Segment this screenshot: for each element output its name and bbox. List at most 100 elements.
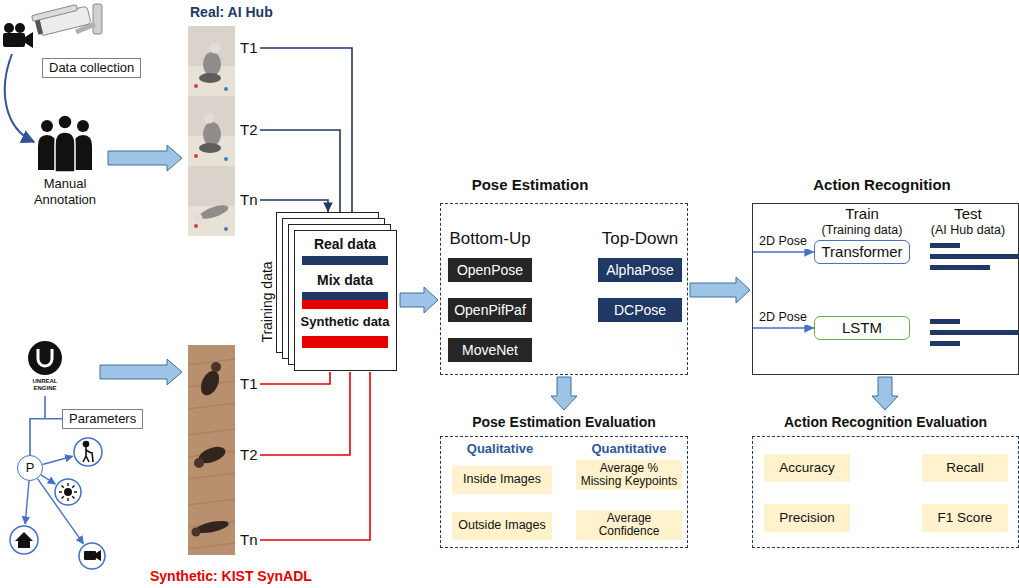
- method-box: AlphaPose: [598, 258, 682, 282]
- person-head: [204, 113, 215, 124]
- icon-head: [84, 442, 89, 447]
- sun-core: [64, 488, 72, 496]
- node-text: Recall: [946, 461, 984, 476]
- node-text: DCPose: [614, 302, 666, 319]
- section-title: Real: AI Hub: [190, 4, 273, 21]
- photo-background: [188, 96, 235, 166]
- sun-rays: [59, 483, 77, 501]
- block-arrow: [100, 359, 182, 385]
- icon-circle: [79, 543, 105, 569]
- result-bar: [930, 254, 1019, 259]
- block-arrow: [551, 377, 577, 410]
- label-box: Parameters: [62, 409, 143, 429]
- tile-label: T1: [240, 375, 258, 393]
- logo-mark: [38, 349, 52, 366]
- node-text: F1 Score: [938, 511, 993, 526]
- node-text: Outside Images: [458, 519, 546, 533]
- tile-label: Tn: [240, 531, 258, 549]
- logo-text: UNREAL ENGINE: [30, 378, 60, 392]
- photo-tile: Tn: [188, 485, 260, 555]
- connector-line: [30, 419, 62, 455]
- node-text: Pose Estimation: [450, 176, 610, 194]
- method-box: MoveNet: [448, 338, 532, 362]
- icon-figure: [83, 447, 93, 462]
- cctv-body: [32, 2, 92, 37]
- node-text: Precision: [779, 511, 835, 526]
- link-line: [43, 456, 73, 464]
- house-icon: [15, 532, 33, 548]
- person-body: [203, 122, 221, 146]
- person-body: [55, 132, 75, 172]
- node-text: Bottom-Up: [440, 229, 540, 249]
- node-text: (AI Hub data): [918, 223, 1018, 238]
- tile-label: T1: [240, 39, 258, 57]
- camera-reel: [15, 23, 25, 33]
- synthetic-data-bar: [302, 336, 388, 348]
- floor-texture: [188, 499, 235, 549]
- camera-lens: [96, 550, 101, 561]
- node-text: Qualitative: [450, 441, 550, 457]
- curved-arrow: [5, 54, 34, 142]
- link-line: [25, 481, 29, 524]
- photo-scene: [188, 96, 235, 166]
- person-head: [41, 120, 53, 132]
- person-head: [77, 120, 89, 132]
- floor-texture: [188, 359, 235, 409]
- metric-box: Average Confidence: [576, 510, 682, 540]
- node-text: OpenPose: [457, 262, 523, 279]
- photo-background: [188, 485, 235, 555]
- node-text: Top-Down: [590, 229, 690, 249]
- metric-box: Average % Missing Keypoints: [576, 460, 682, 490]
- photo-scene: [188, 485, 235, 555]
- block-arrow: [108, 145, 182, 171]
- result-bar: [930, 330, 1019, 335]
- camera-body: [3, 33, 25, 47]
- person-head: [192, 528, 201, 537]
- model-box: Transformer: [814, 240, 910, 264]
- label-box: Data collection: [42, 58, 141, 78]
- photo-scene: [188, 345, 235, 415]
- connector-line: [260, 372, 350, 455]
- toy: [194, 84, 198, 88]
- elderly-person-icon: [83, 442, 93, 463]
- cctv-lens: [35, 20, 43, 35]
- person-body: [197, 368, 222, 398]
- node-text: Average Confidence: [580, 512, 678, 538]
- connector-line: [260, 48, 352, 212]
- block-arrow: [872, 377, 898, 410]
- camera-icon: [84, 550, 101, 561]
- toy: [224, 227, 228, 231]
- person-head: [211, 362, 221, 372]
- toy: [194, 224, 198, 228]
- photo-scene: [188, 415, 235, 485]
- node-text: OpenPifPaf: [454, 302, 526, 319]
- node-text: Real data: [294, 236, 396, 253]
- module-panel: Action Recognition EvaluationAccuracyRec…: [752, 412, 1019, 548]
- photo-tile: T2: [188, 96, 260, 166]
- metric-box: Outside Images: [452, 512, 552, 540]
- tile-label: Tn: [240, 191, 258, 209]
- link-line: [38, 479, 84, 544]
- link-line: [44, 396, 46, 418]
- block-arrow: [400, 287, 438, 313]
- person-body: [38, 135, 56, 170]
- real-data-bar: [302, 256, 388, 265]
- module-panel: Pose EstimationBottom-Up Top-DownOpenPose…: [440, 176, 688, 375]
- connector-line: [752, 251, 814, 253]
- method-box: OpenPifPaf: [448, 298, 532, 322]
- result-bar: [930, 319, 960, 324]
- house-roof: [15, 532, 33, 541]
- result-bar: [930, 341, 960, 346]
- cctv-camera-icon: [32, 2, 102, 37]
- method-box: OpenPose: [448, 258, 532, 282]
- wall-mount: [93, 4, 102, 34]
- node-text: P: [26, 460, 35, 476]
- node-text: Training data: [258, 242, 276, 362]
- connector-label: 2D Pose: [758, 234, 808, 249]
- cctv-hood: [32, 5, 78, 22]
- photo-tile: Tn: [188, 166, 260, 236]
- result-bar: [930, 265, 990, 270]
- toy: [224, 157, 228, 161]
